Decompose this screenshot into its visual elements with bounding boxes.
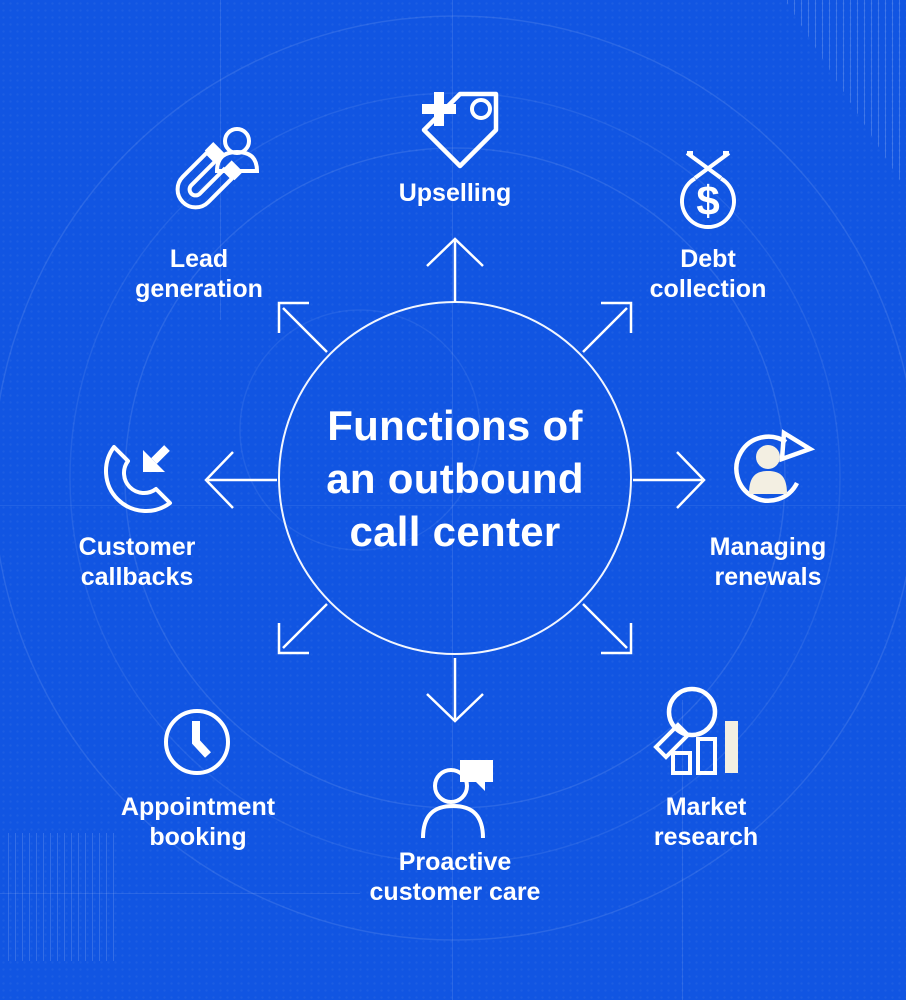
dollar-symbol: $	[696, 177, 719, 224]
corner-stripes-bottom-left	[8, 833, 120, 961]
node-label-debt-collection: Debt collection	[649, 245, 767, 303]
title-line: call center	[349, 507, 561, 555]
magnifier-chart-icon	[653, 686, 738, 775]
node-label-customer-callbacks: Customer callbacks	[78, 533, 196, 591]
price-tag-plus-icon	[421, 91, 499, 169]
arrow-up-right	[582, 301, 633, 353]
node-label-upselling: Upselling	[398, 179, 512, 207]
arrow-up-left	[277, 301, 328, 353]
page-title: Functions of an outbound call center	[326, 399, 584, 558]
node-label-market-research: Market research	[653, 793, 759, 851]
center-circle: Functions of an outbound call center	[278, 301, 632, 655]
node-label-lead-generation: Lead generation	[135, 245, 263, 303]
arrow-up	[426, 237, 484, 302]
arrow-down-left	[277, 603, 328, 655]
node-label-proactive-customer-care: Proactive customer care	[369, 848, 541, 906]
phone-callback-icon	[104, 445, 172, 513]
arrow-left	[204, 451, 277, 509]
arrow-right	[633, 451, 706, 509]
money-bag-icon: $	[680, 151, 736, 229]
clock-icon	[164, 709, 230, 775]
title-line: an outbound	[326, 454, 584, 502]
title-line: Functions of	[327, 401, 583, 449]
person-renewal-icon	[734, 429, 816, 503]
arrow-down-right	[582, 603, 633, 655]
arrow-down	[426, 658, 484, 723]
person-chat-icon	[421, 760, 493, 839]
node-label-managing-renewals: Managing renewals	[709, 533, 827, 591]
corner-stripes-top-right	[785, 0, 906, 190]
node-label-appointment-booking: Appointment booking	[120, 793, 276, 851]
magnet-person-icon	[175, 127, 260, 210]
